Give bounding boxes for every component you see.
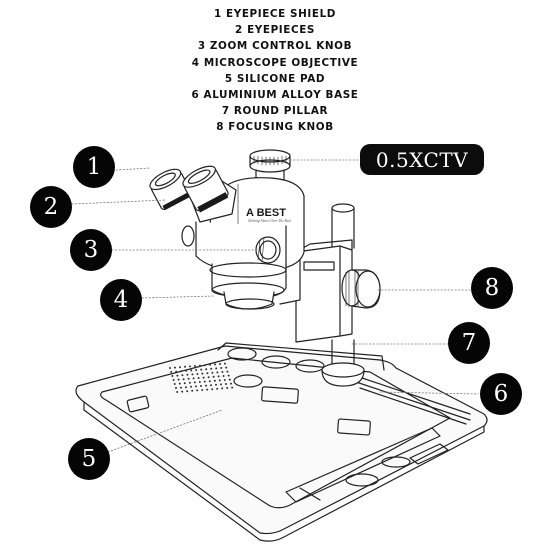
legend-item-1: 1 EYEPIECE SHIELD [213, 8, 337, 20]
microscope-head: A BEST Nothing Above Over The Best [149, 149, 305, 310]
legend-item-6: 6 ALUMINIUM ALLOY BASE [191, 89, 359, 102]
legend-item-7: 7 ROUND PILLAR [221, 105, 329, 118]
round-pillar [321, 203, 365, 387]
callout-4: 4 [100, 279, 142, 321]
zoom-knob [255, 236, 281, 264]
eyepieces [149, 165, 229, 213]
callout-7: 7 [448, 322, 490, 364]
callout-6: 6 [480, 373, 522, 415]
base-tray [75, 342, 488, 542]
legend-item-3: 3 ZOOM CONTROL KNOB [197, 40, 353, 53]
leader-lines [71, 159, 479, 453]
parts-legend: 1 EYEPIECE SHIELD 2 EYEPIECES 3 ZOOM CON… [0, 6, 550, 136]
legend-item-8: 8 FOCUSING KNOB [216, 121, 334, 134]
callout-3: 3 [70, 229, 112, 271]
legend-item-4: 4 MICROSCOPE OBJECTIVE [191, 56, 359, 69]
brand-logo: A BEST [246, 207, 286, 219]
brand-tagline: Nothing Above Over The Best [247, 219, 292, 223]
focusing-knob [341, 269, 381, 309]
ctv-badge: 0.5XCTV [360, 144, 484, 175]
microscope-objective [209, 262, 287, 310]
callout-1: 1 [73, 146, 115, 188]
callout-8: 8 [471, 267, 513, 309]
screw-grid [169, 362, 234, 393]
callout-2: 2 [30, 186, 72, 228]
legend-item-2: 2 EYEPIECES [235, 24, 315, 37]
legend-item-5: 5 SILICONE PAD [224, 72, 326, 85]
callout-5: 5 [68, 438, 110, 480]
